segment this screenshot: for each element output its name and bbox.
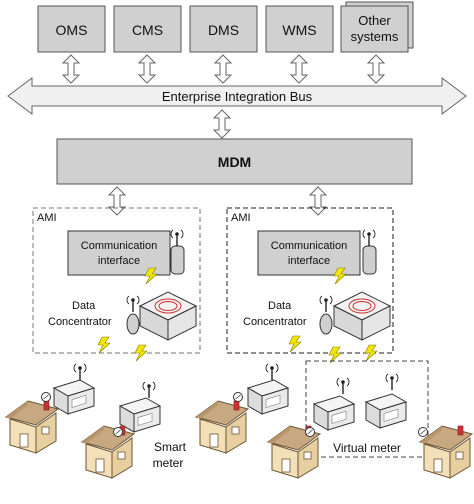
smart-meter-icon <box>53 363 95 415</box>
system-box-dms: DMS <box>189 5 258 53</box>
meter-dial-icon <box>41 392 51 402</box>
arrow-bus-mdm <box>213 109 231 139</box>
arrow-cms-bus <box>138 54 156 84</box>
meter-dial-icon <box>233 392 243 402</box>
ami-left-title: AMI <box>37 212 57 224</box>
arrow-oms-bus <box>62 54 80 84</box>
lightning-icon <box>97 336 111 354</box>
lightning-icon <box>134 344 148 362</box>
house-icon <box>195 400 249 454</box>
enterprise-integration-bus: Enterprise Integration Bus <box>7 77 467 115</box>
system-label-other-line1: Other <box>358 13 391 28</box>
ami-left-dc-line2: Concentrator <box>48 316 112 328</box>
system-box-oms: OMS <box>37 5 106 53</box>
system-label-cms: CMS <box>132 22 163 38</box>
arrow-other-bus <box>367 54 385 84</box>
ami-right-title: AMI <box>231 212 251 224</box>
ami-left-group: AMI Communication interface Data Concent… <box>32 207 201 354</box>
ami-left-comm-line2: interface <box>98 255 140 267</box>
arrow-mdm-ami-right <box>309 186 327 216</box>
meter-dial-icon <box>113 427 123 437</box>
meter-dial-icon <box>305 427 315 437</box>
meter-dial-icon <box>418 427 428 437</box>
modem-icon <box>170 229 185 275</box>
lightning-icon <box>364 344 378 362</box>
mdm-box: MDM <box>56 138 413 185</box>
data-concentrator-icon <box>126 291 198 341</box>
system-box-cms: CMS <box>113 5 182 53</box>
data-concentrator-icon <box>319 291 392 341</box>
arrow-dms-bus <box>214 54 232 84</box>
smart-meter-icon <box>365 373 407 429</box>
smart-meter-label-line1: Smart <box>154 440 187 454</box>
smart-meter-icon <box>247 363 289 415</box>
house-icon <box>5 400 59 454</box>
smart-meter-icon <box>119 381 161 433</box>
bus-label: Enterprise Integration Bus <box>162 89 313 104</box>
ami-right-comm-line2: interface <box>288 255 330 267</box>
modem-icon <box>362 229 377 275</box>
system-label-other-line2: systems <box>351 29 399 44</box>
system-box-other: Other systems <box>340 1 414 53</box>
arrow-wms-bus <box>290 54 308 84</box>
ami-left-comm-line1: Communication <box>81 240 157 252</box>
lightning-icon <box>288 335 302 353</box>
ami-right-dc-line1: Data <box>268 300 292 312</box>
ami-left-dc-line1: Data <box>72 300 96 312</box>
house-icon <box>81 425 135 479</box>
system-label-oms: OMS <box>56 22 88 38</box>
ami-right-comm-line1: Communication <box>271 240 347 252</box>
mdm-label: MDM <box>218 154 251 170</box>
virtual-meter-group: Virtual meter <box>305 360 429 458</box>
virtual-meter-label: Virtual meter <box>333 441 401 455</box>
system-box-wms: WMS <box>265 5 334 53</box>
arrow-mdm-ami-left <box>108 186 126 216</box>
smart-meter-label-line2: meter <box>153 456 184 470</box>
ami-right-group: AMI Communication interface Data Concent… <box>226 207 394 354</box>
smart-meter-icon <box>313 377 355 431</box>
ami-right-dc-line2: Concentrator <box>243 316 307 328</box>
system-label-wms: WMS <box>282 22 316 38</box>
system-label-dms: DMS <box>208 22 239 38</box>
